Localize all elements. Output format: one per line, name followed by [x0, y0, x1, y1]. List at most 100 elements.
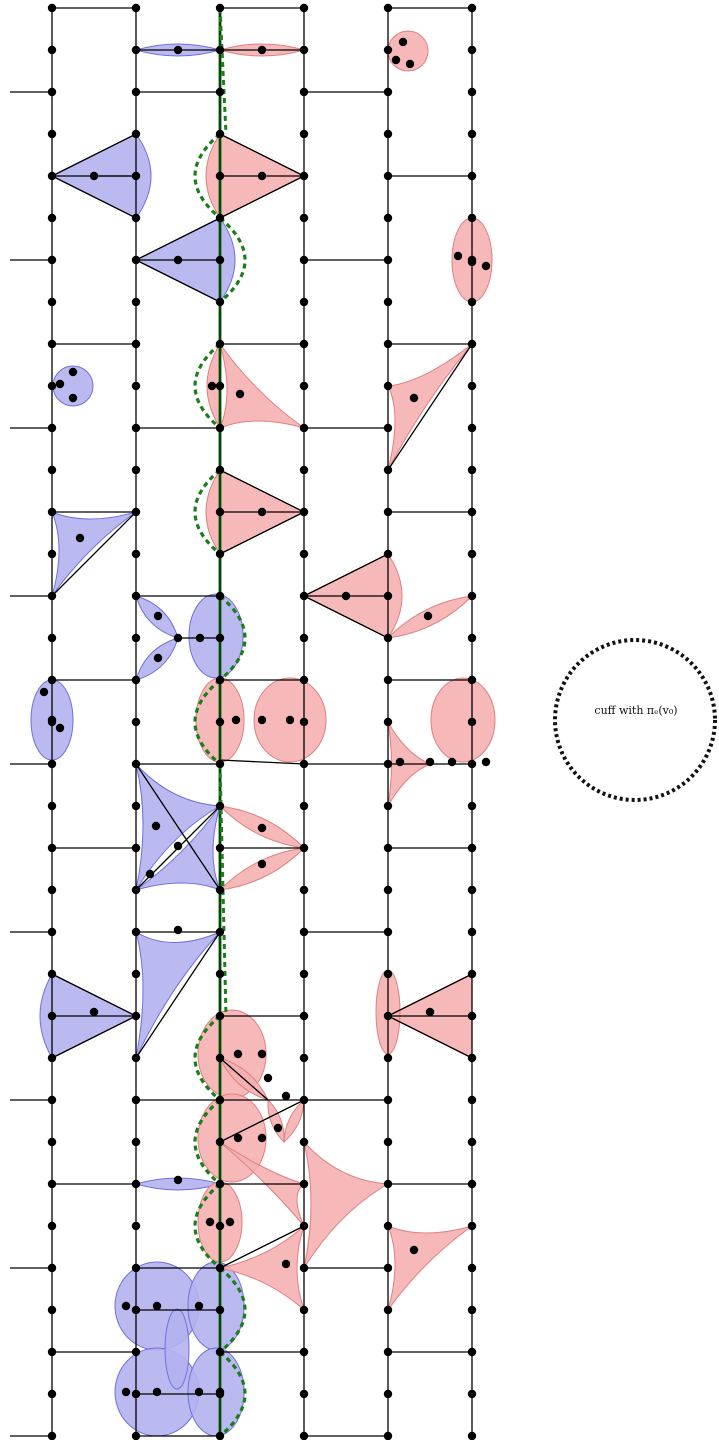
vertex — [257, 171, 267, 181]
vertex — [467, 717, 477, 727]
patch-edge — [51, 133, 137, 177]
vertex — [47, 129, 57, 139]
patch-edge — [219, 759, 305, 765]
vertex — [383, 717, 393, 727]
vertex — [47, 1221, 57, 1231]
vertex — [299, 171, 309, 181]
vertex — [131, 1305, 141, 1315]
vertex — [391, 55, 401, 65]
vertex — [131, 969, 141, 979]
vertex — [447, 757, 457, 767]
vertex — [47, 465, 57, 475]
vertex — [195, 633, 205, 643]
vertex — [299, 129, 309, 139]
vertex — [131, 633, 141, 643]
vertex — [131, 1179, 141, 1189]
dashed-arc — [193, 1182, 222, 1270]
vertex — [47, 843, 57, 853]
vertex — [409, 393, 419, 403]
vertex — [215, 927, 225, 937]
vertex — [47, 255, 57, 265]
vertex — [467, 633, 477, 643]
vertex — [383, 1011, 393, 1021]
vertex — [299, 591, 309, 601]
patch-edge — [303, 553, 389, 597]
vertex — [75, 533, 85, 543]
vertex — [281, 1091, 291, 1101]
vertex — [131, 801, 141, 811]
vertex — [215, 45, 225, 55]
vertex — [467, 1137, 477, 1147]
leaf-patch — [283, 1098, 305, 1144]
vertex — [299, 969, 309, 979]
vertex — [47, 297, 57, 307]
vertex — [383, 1221, 393, 1231]
vertex — [481, 757, 491, 767]
vertex — [299, 45, 309, 55]
vertex — [299, 1347, 309, 1357]
vertex — [215, 1387, 225, 1397]
vertex — [299, 801, 309, 811]
dashed-arc — [193, 1014, 222, 1102]
vertex — [467, 969, 477, 979]
blue-oval-patch — [188, 593, 244, 679]
vertex — [131, 3, 141, 13]
vertex — [383, 633, 393, 643]
vertex — [299, 255, 309, 265]
vertex — [205, 1217, 215, 1227]
vertex — [131, 885, 141, 895]
concave-patch — [219, 343, 305, 429]
vertex — [257, 1133, 267, 1143]
vertex — [152, 1387, 162, 1397]
vertex — [263, 1073, 273, 1083]
vertex — [215, 87, 225, 97]
concave-patch — [135, 805, 221, 891]
vertex — [153, 611, 163, 621]
vertex — [215, 465, 225, 475]
vertex — [299, 1305, 309, 1315]
vertex — [467, 171, 477, 181]
vertex — [131, 255, 141, 265]
vertex — [131, 1095, 141, 1105]
vertex — [383, 1431, 393, 1440]
vertex — [467, 1095, 477, 1105]
vertex — [131, 549, 141, 559]
vertex — [299, 1431, 309, 1440]
vertex — [173, 925, 183, 935]
concave-patch — [219, 1224, 306, 1312]
vertex — [39, 687, 49, 697]
vertex — [131, 1011, 141, 1021]
vertex — [299, 507, 309, 517]
patch-edge — [387, 973, 473, 1017]
patch-edge — [135, 217, 221, 261]
vertex — [215, 759, 225, 769]
vertex — [47, 87, 57, 97]
vertex — [467, 1431, 477, 1440]
patch-edge — [303, 595, 389, 639]
vertex — [299, 213, 309, 223]
vertex — [131, 1431, 141, 1440]
blue-concave-patch — [51, 511, 137, 597]
vertex — [215, 1179, 225, 1189]
vertex — [299, 465, 309, 475]
vertex — [131, 339, 141, 349]
vertex — [395, 757, 405, 767]
vertex — [467, 1053, 477, 1063]
vertex — [467, 1221, 477, 1231]
vertex — [215, 507, 225, 517]
vertex — [467, 1347, 477, 1357]
vertex — [383, 1137, 393, 1147]
vertex — [423, 611, 433, 621]
vertex — [131, 759, 141, 769]
vertex — [383, 843, 393, 853]
vertex — [131, 927, 141, 937]
vertex — [425, 757, 435, 767]
vertex — [383, 1095, 393, 1105]
vertex — [215, 1011, 225, 1021]
vertex — [299, 3, 309, 13]
vertex — [299, 1179, 309, 1189]
patch-edge — [51, 511, 137, 597]
vertex — [173, 841, 183, 851]
vertex — [47, 45, 57, 55]
